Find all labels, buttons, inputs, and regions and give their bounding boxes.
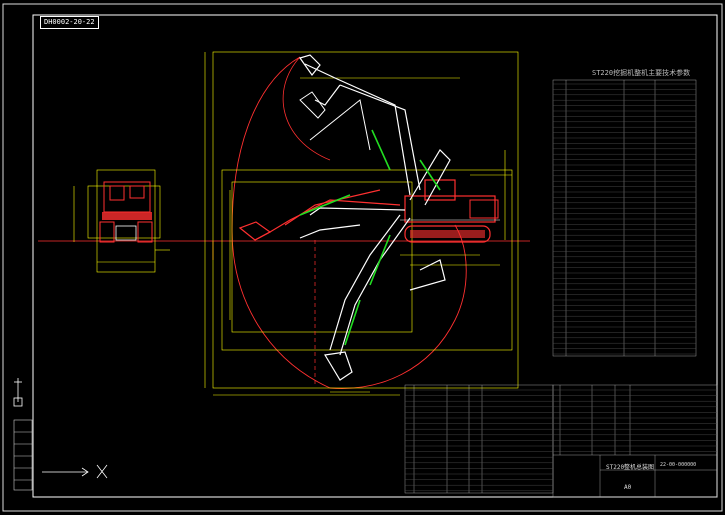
excavator-body: [400, 179, 500, 243]
spec-table: [552, 79, 697, 357]
ucs-icon-bottom: [42, 464, 108, 479]
boom-mid: [238, 149, 451, 241]
boom-high: [299, 54, 421, 196]
outer-border: [2, 3, 723, 512]
bom-table: [404, 384, 718, 498]
boom-low: [299, 214, 446, 381]
margin-stamp: [13, 419, 33, 491]
bom-table-title: ST220整机总装图: [606, 464, 655, 471]
digging-arc: [282, 56, 331, 161]
front-view-machine: [73, 169, 170, 273]
spec-table-title: ST220挖掘机整机主要技术参数: [592, 69, 691, 77]
bom-table-rows: [405, 389, 717, 491]
spec-table-rows: [553, 83, 696, 355]
inner-frame: [32, 14, 718, 498]
ucs-icon-left: [13, 378, 23, 407]
dimension-lines: [204, 51, 519, 396]
drawing-number: 22-00-000000: [660, 462, 697, 468]
sheet-size: A0: [624, 484, 632, 491]
working-envelope: [231, 56, 467, 389]
bucket-reach: [299, 91, 371, 151]
drawing-code-box: DH0002-20-22: [40, 16, 99, 29]
